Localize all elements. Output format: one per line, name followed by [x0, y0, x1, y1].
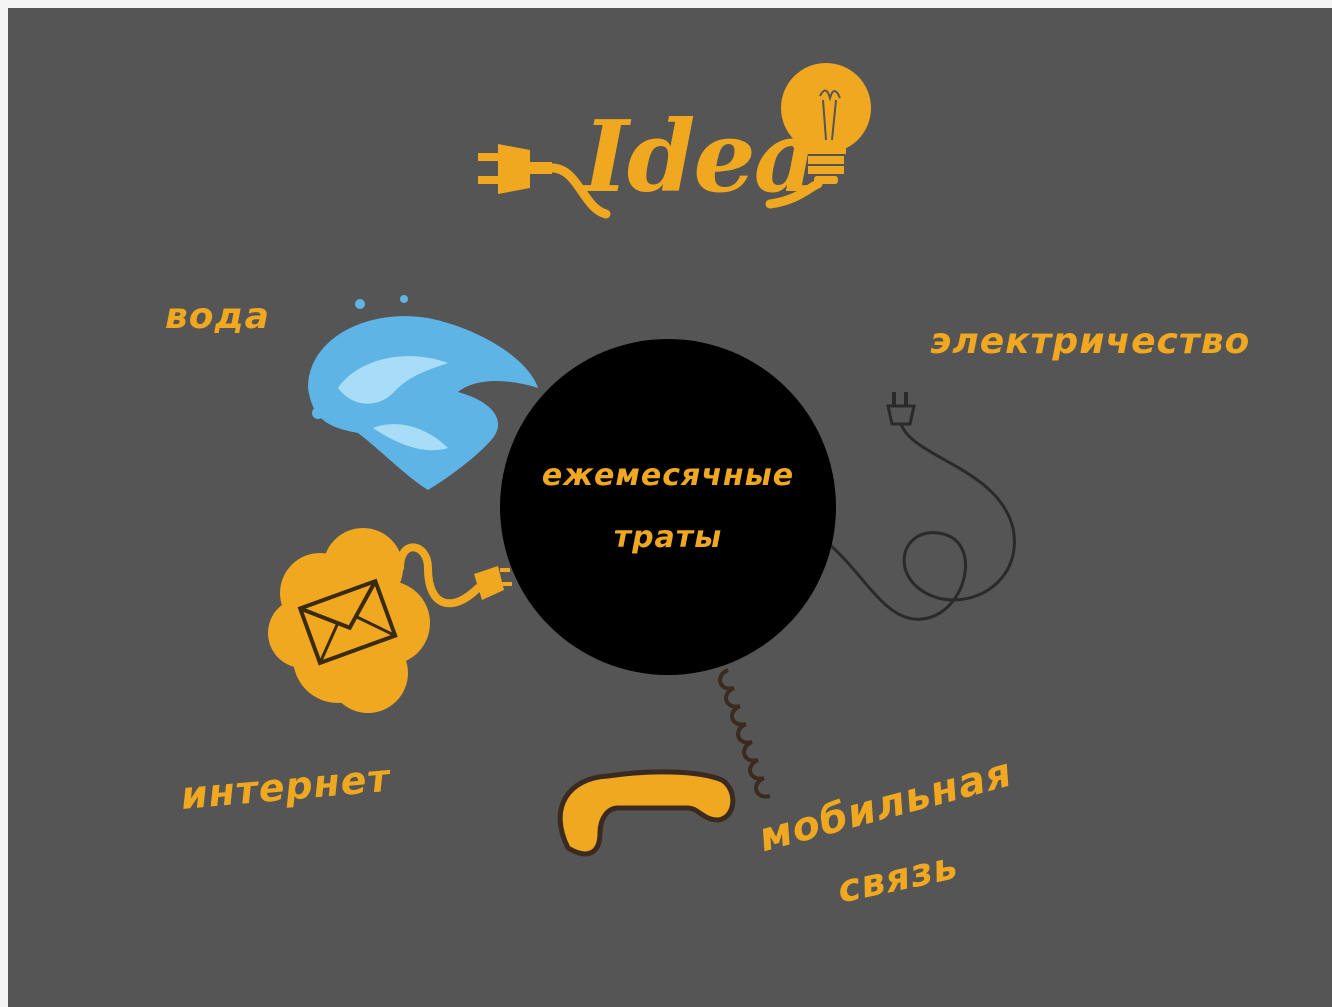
water-splash-icon: [308, 295, 538, 490]
slide-canvas: Idea ежемесячные траты вода электричеств…: [8, 8, 1332, 1007]
idea-logo-text: Idea: [583, 100, 817, 215]
center-title-line1: ежемесячные: [541, 458, 795, 493]
phone-handset-icon: [557, 668, 771, 857]
plug-cord-icon: [827, 392, 1016, 621]
center-title-line2: траты: [613, 520, 723, 555]
lightbulb-plug-icon: [478, 63, 871, 219]
label-water: вода: [165, 296, 270, 337]
center-circle: ежемесячные траты: [500, 339, 836, 675]
label-electricity: электричество: [930, 321, 1251, 362]
diagram-artwork: [268, 63, 1016, 857]
mail-cloud-plug-icon: [268, 528, 512, 713]
